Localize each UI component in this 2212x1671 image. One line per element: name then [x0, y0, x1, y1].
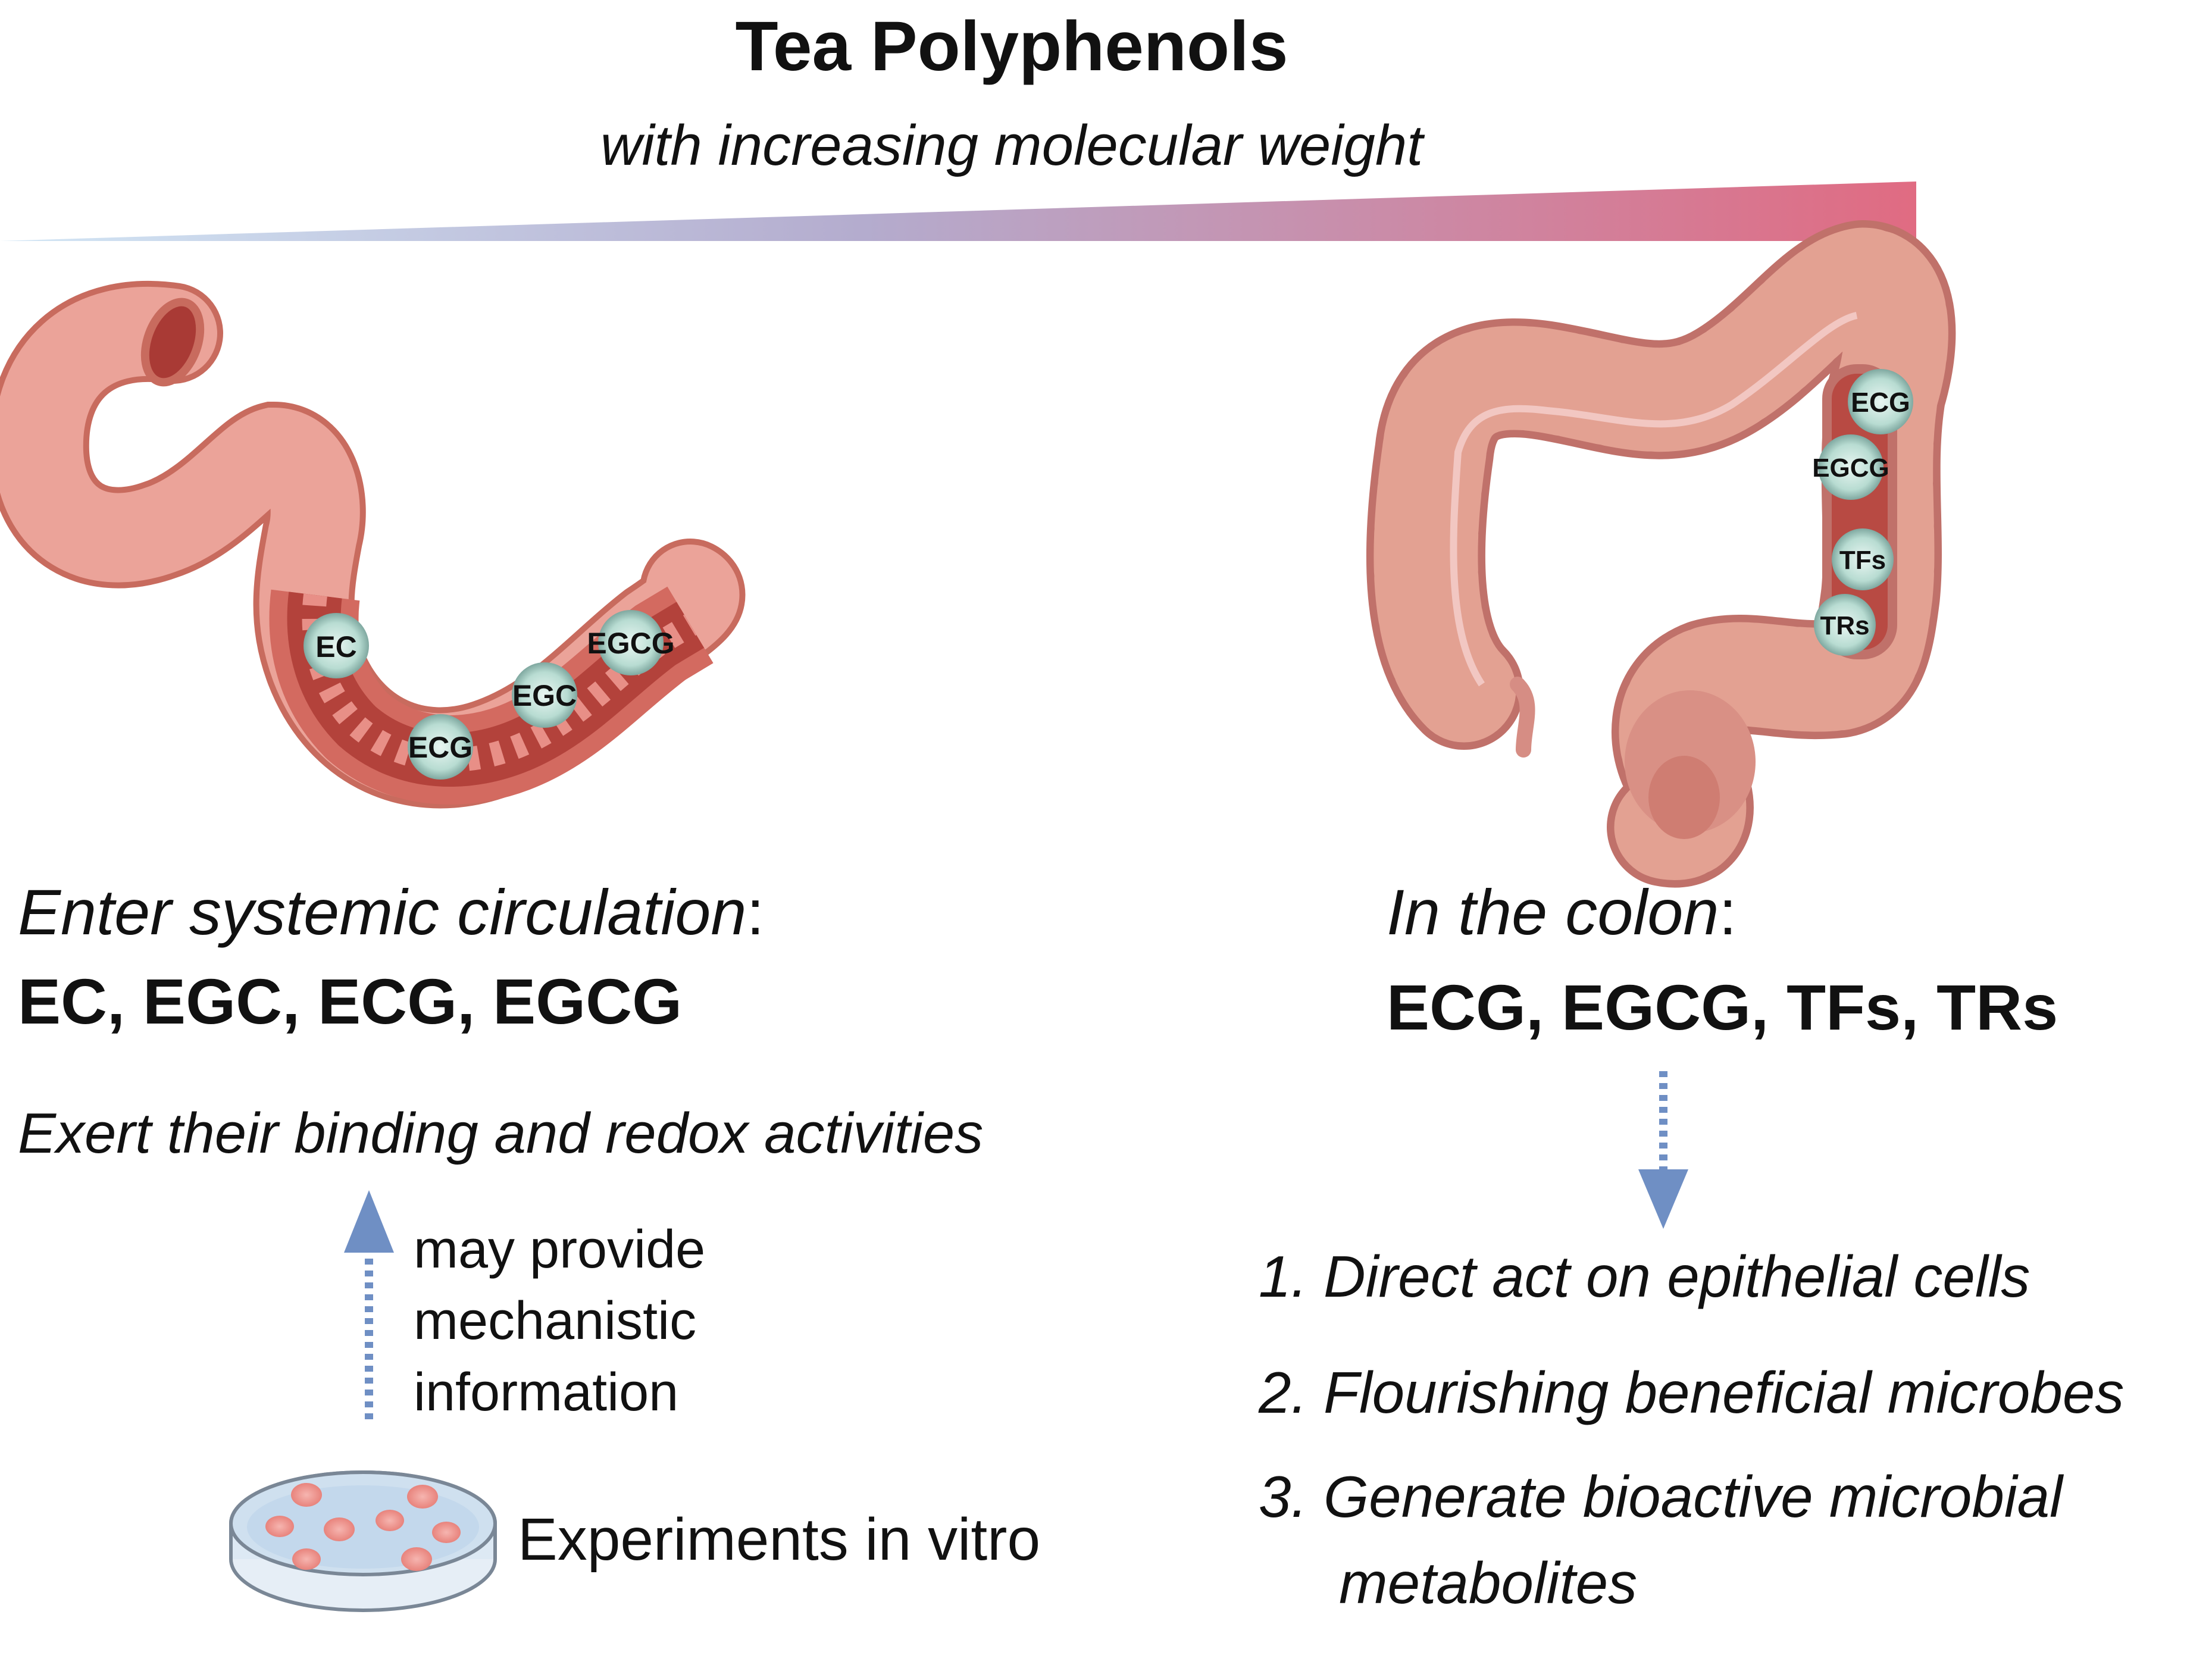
svg-text:EGCG: EGCG — [587, 627, 674, 660]
left-heading: Enter systemic circulation: — [18, 875, 764, 949]
page-title: Tea Polyphenols — [735, 7, 1288, 86]
small-intestine-illustration — [0, 280, 744, 809]
svg-text:TFs: TFs — [1839, 546, 1886, 575]
svg-text:ECG: ECG — [408, 731, 473, 764]
down-arrow-icon — [1638, 1071, 1688, 1229]
petri-dish-icon — [229, 1470, 497, 1612]
effect-item-3-cont: metabolites — [1339, 1550, 1638, 1616]
arrow-label-line: may provide — [414, 1220, 706, 1279]
effect-item-3: 3. Generate bioactive microbial — [1259, 1464, 2063, 1529]
experiments-label: Experiments in vitro — [518, 1506, 1041, 1573]
intestine-bubble-egcg: EGCG — [587, 610, 675, 675]
svg-text:EGC: EGC — [512, 679, 577, 712]
right-compounds: ECG, EGCG, TFs, TRs — [1387, 971, 2058, 1043]
arrow-label-line: mechanistic — [414, 1291, 697, 1351]
arrow-label: may provide mechanistic information — [414, 1214, 705, 1428]
up-arrow-icon — [344, 1190, 394, 1419]
left-heading-text: Enter systemic circulation — [18, 876, 747, 948]
arrow-label-line: information — [414, 1363, 679, 1422]
right-heading: In the colon: — [1387, 875, 1737, 949]
svg-text:EC: EC — [315, 630, 356, 664]
left-compounds: EC, EGC, ECG, EGCG — [18, 965, 683, 1037]
effect-item-2: 2. Flourishing beneficial microbes — [1259, 1360, 2125, 1425]
colon-bubble-tfs: TFs — [1832, 528, 1894, 590]
left-heading-colon: : — [746, 876, 765, 948]
molecular-weight-wedge — [0, 182, 1916, 241]
svg-text:ECG: ECG — [1851, 387, 1910, 418]
intestine-bubble-ecg: ECG — [408, 714, 473, 780]
intestine-bubble-ec: EC — [304, 613, 369, 678]
effect-item-1: 1. Direct act on epithelial cells — [1259, 1244, 2030, 1309]
svg-text:EGCG: EGCG — [1812, 453, 1889, 483]
page-subtitle: with increasing molecular weight — [600, 114, 1423, 177]
left-activity: Exert their binding and redox activities — [18, 1102, 984, 1165]
right-heading-colon: : — [1719, 876, 1737, 948]
right-heading-text: In the colon — [1387, 876, 1719, 948]
colon-bubble-ecg: ECG — [1848, 369, 1913, 434]
colon-illustration — [1366, 220, 1956, 888]
intestine-bubble-egc: EGC — [512, 662, 577, 728]
colon-bubble-trs: TRs — [1814, 594, 1876, 656]
colon-bubble-egcg: EGCG — [1812, 434, 1889, 500]
svg-text:TRs: TRs — [1820, 611, 1869, 640]
